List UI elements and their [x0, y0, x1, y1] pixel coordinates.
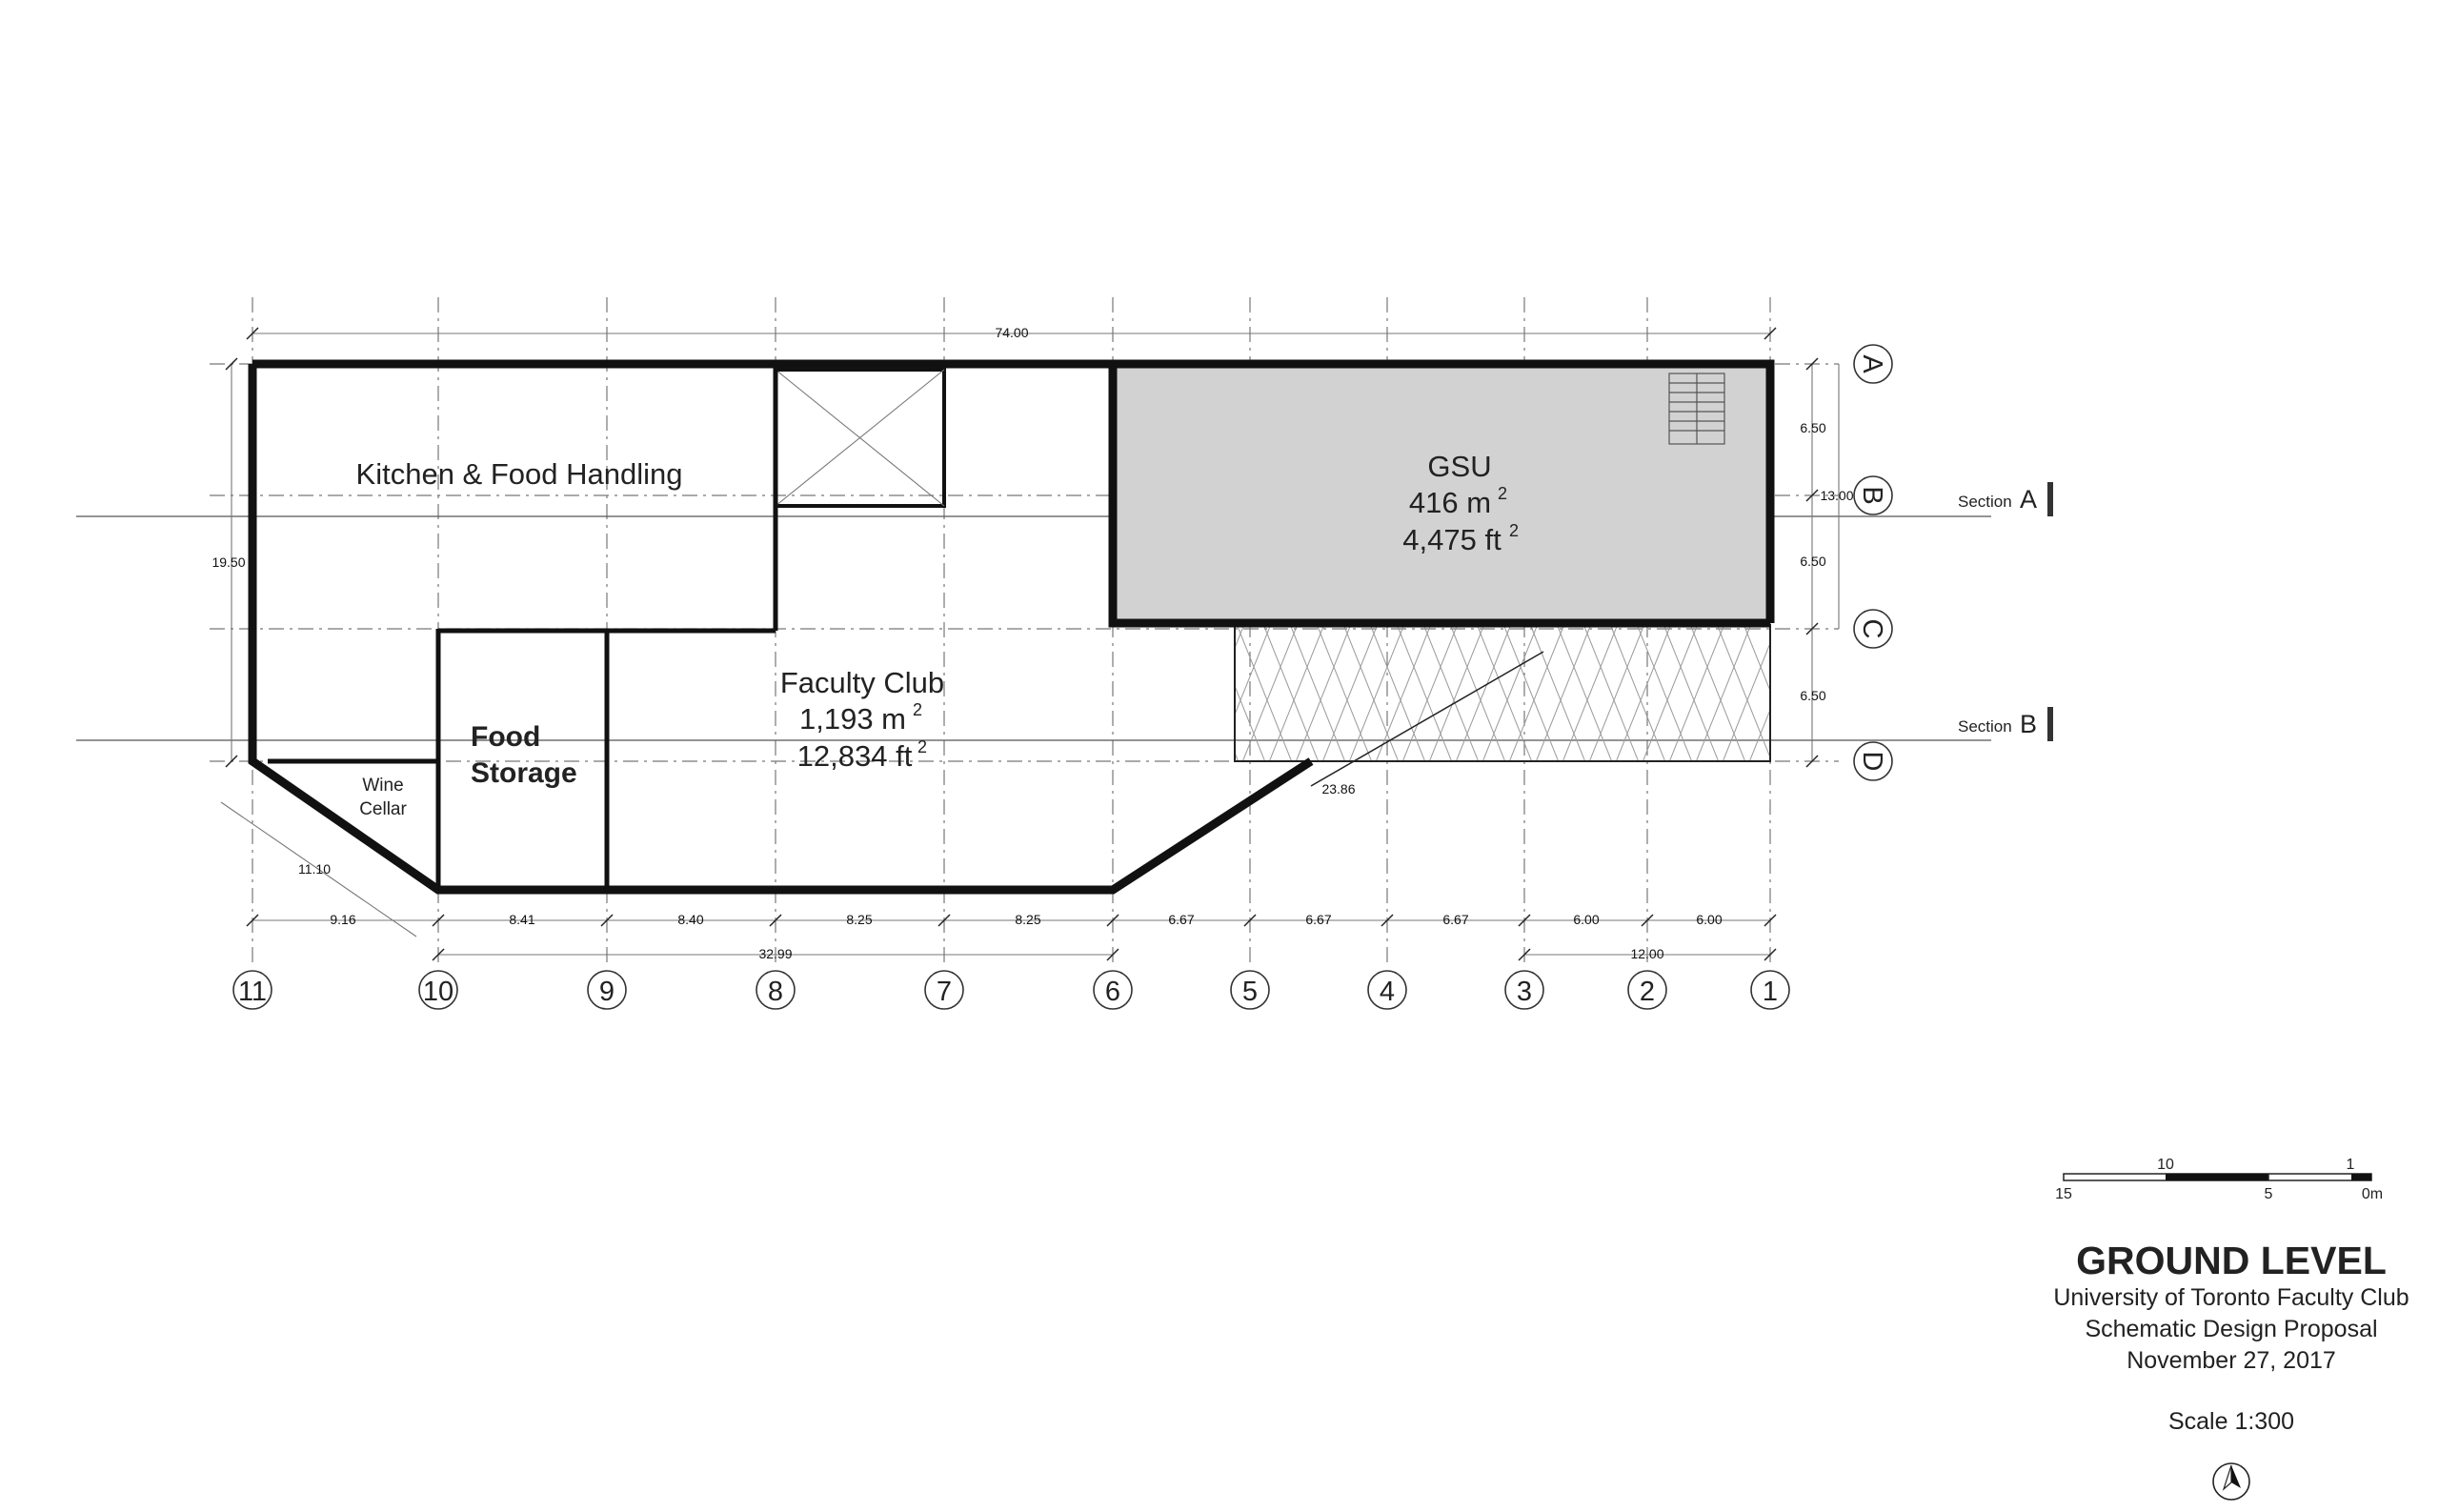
project-name: University of Toronto Faculty Club	[2053, 1284, 2409, 1311]
svg-text:6.50: 6.50	[1800, 420, 1825, 435]
project-phase: Schematic Design Proposal	[2085, 1316, 2377, 1342]
north-arrow-icon	[2212, 1462, 2250, 1501]
section-labels: Section A Section B	[1958, 485, 2037, 738]
gsu-area-ft-sup: 2	[1509, 521, 1519, 540]
svg-text:5: 5	[2265, 1186, 2273, 1202]
title-block: GROUND LEVEL University of Toronto Facul…	[2053, 1239, 2409, 1435]
gsu-area-m: 416 m	[1409, 486, 1491, 519]
dimension-subtotals: 32.99 12.00	[432, 946, 1777, 961]
svg-text:19.50: 19.50	[212, 554, 245, 570]
svg-text:0m: 0m	[2362, 1186, 2383, 1202]
faculty-club-area-ft-sup: 2	[917, 737, 927, 756]
drawing-scale: Scale 1:300	[2168, 1408, 2294, 1435]
svg-text:12.00: 12.00	[1630, 946, 1663, 961]
wine-cellar-line2: Cellar	[359, 799, 407, 819]
grid-bubble-7: 7	[937, 977, 952, 1007]
scale-bar: 10 1 15 5 0m	[2055, 1157, 2383, 1202]
svg-text:6.67: 6.67	[1442, 912, 1468, 927]
grid-bubble-3: 3	[1517, 977, 1532, 1007]
svg-text:8.40: 8.40	[677, 912, 703, 927]
grid-bubble-2: 2	[1640, 977, 1655, 1007]
svg-text:13.00: 13.00	[1820, 488, 1853, 503]
svg-text:6.50: 6.50	[1800, 688, 1825, 703]
faculty-club-area-m-sup: 2	[913, 700, 922, 719]
drawing-title: GROUND LEVEL	[2076, 1239, 2387, 1282]
dimension-rows: 6.50 13.00 6.50 6.50	[1800, 357, 1854, 768]
gsu-area-m-sup: 2	[1498, 484, 1507, 503]
grid-bubble-5: 5	[1242, 977, 1258, 1007]
grid-bubble-d: D	[1857, 752, 1887, 772]
svg-text:15: 15	[2055, 1186, 2072, 1202]
stair-symbol	[1668, 373, 1725, 445]
svg-text:6.50: 6.50	[1800, 554, 1825, 569]
svg-text:11.10: 11.10	[298, 861, 331, 877]
leader-line	[1310, 651, 1544, 787]
section-a-label: Section	[1958, 493, 2012, 511]
dimension-diagonals: 11.10 23.86	[220, 781, 1356, 937]
svg-text:74.00: 74.00	[995, 325, 1028, 340]
svg-text:8.25: 8.25	[1015, 912, 1040, 927]
faculty-club-area-ft: 12,834 ft	[797, 739, 913, 773]
svg-text:1: 1	[2347, 1157, 2355, 1173]
interior-walls	[268, 364, 778, 890]
gsu-name: GSU	[1427, 450, 1491, 483]
food-storage-line2: Storage	[471, 757, 577, 789]
svg-text:8.25: 8.25	[846, 912, 872, 927]
grid-bubble-4: 4	[1380, 977, 1395, 1007]
dimension-chain-bottom: 9.16 8.41 8.40 8.25 8.25 6.67 6.67 6.67 …	[246, 912, 1777, 927]
dimension-overall: 74.00	[246, 325, 1777, 340]
dimension-height: 19.50	[212, 357, 246, 768]
room-labels: Kitchen & Food Handling GSU 416 m 2 4,47…	[356, 450, 1519, 819]
svg-text:6.00: 6.00	[1696, 912, 1722, 927]
section-b-label: Section	[1958, 717, 2012, 736]
gsu-walls	[1108, 364, 1770, 628]
section-a-letter: A	[2020, 485, 2037, 514]
kitchen-label: Kitchen & Food Handling	[356, 457, 683, 491]
hatched-area	[1234, 624, 1771, 762]
svg-text:23.86: 23.86	[1321, 781, 1355, 796]
grid-bubble-11: 11	[238, 977, 267, 1007]
grid-bubble-b: B	[1857, 486, 1887, 504]
gsu-area-ft: 4,475 ft	[1402, 523, 1502, 556]
svg-text:6.67: 6.67	[1305, 912, 1331, 927]
svg-text:8.41: 8.41	[509, 912, 534, 927]
food-storage-line1: Food	[471, 721, 540, 753]
svg-text:32.99: 32.99	[758, 946, 792, 961]
project-date: November 27, 2017	[2127, 1347, 2336, 1374]
section-b-letter: B	[2020, 710, 2037, 738]
grid-row-bubbles: A B C D	[1853, 344, 1893, 781]
wine-cellar-line1: Wine	[362, 776, 403, 796]
grid-bubble-a: A	[1857, 354, 1887, 373]
svg-text:10: 10	[2157, 1157, 2174, 1173]
svg-text:9.16: 9.16	[330, 912, 355, 927]
grid-bubble-6: 6	[1105, 977, 1120, 1007]
grid-bubble-8: 8	[768, 977, 783, 1007]
faculty-club-name: Faculty Club	[780, 666, 944, 699]
grid-bubble-10: 10	[423, 977, 454, 1007]
grid-bubble-9: 9	[599, 977, 615, 1007]
exterior-wall	[248, 359, 1775, 895]
svg-text:6.67: 6.67	[1168, 912, 1194, 927]
gsu-area	[1113, 364, 1770, 623]
grid-column-bubbles: 11 10 9 8 7 6 5 4 3 2 1	[232, 970, 1790, 1010]
svg-text:6.00: 6.00	[1573, 912, 1599, 927]
grid-bubble-1: 1	[1763, 977, 1778, 1007]
faculty-club-area-m: 1,193 m	[799, 702, 906, 736]
grid-bubble-c: C	[1857, 619, 1887, 639]
open-to-below-box	[774, 368, 946, 508]
